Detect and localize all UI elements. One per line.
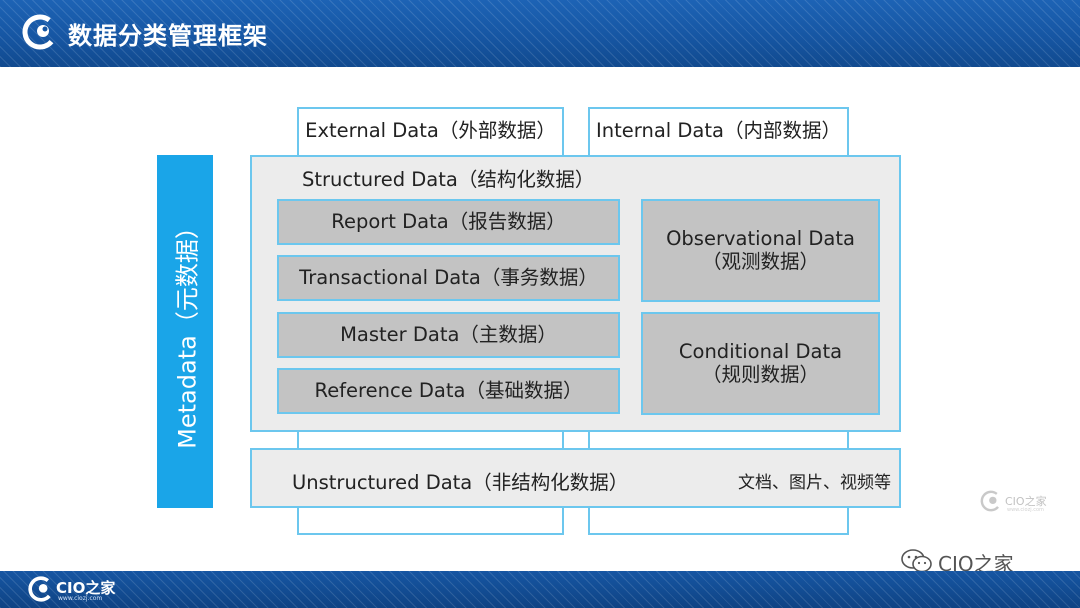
reference-data-label: Reference Data（基础数据） xyxy=(314,378,583,402)
transactional-data-box: Transactional Data（事务数据） xyxy=(277,255,620,301)
metadata-bar: Metadata（元数据） xyxy=(157,155,213,508)
conditional-data-sublabel: （规则数据） xyxy=(701,362,819,386)
footer-brand: CIO之家 xyxy=(56,579,116,597)
cio-watermark-icon xyxy=(980,490,1002,512)
unstructured-data-panel: Unstructured Data（非结构化数据） 文档、图片、视频等 xyxy=(250,448,901,508)
cio-watermark-url: www.ciozj.com xyxy=(1007,507,1044,513)
footer-logo-icon xyxy=(28,576,54,602)
slide-header: 数据分类管理框架 xyxy=(0,0,1080,67)
reference-data-box: Reference Data（基础数据） xyxy=(277,368,620,414)
external-data-title: External Data（外部数据） xyxy=(305,119,556,142)
master-data-label: Master Data（主数据） xyxy=(340,322,557,346)
master-data-box: Master Data（主数据） xyxy=(277,312,620,358)
footer-url: www.ciozj.com xyxy=(58,595,103,602)
report-data-box: Report Data（报告数据） xyxy=(277,199,620,245)
structured-data-panel: Structured Data（结构化数据） Report Data（报告数据）… xyxy=(250,155,901,432)
slide-title: 数据分类管理框架 xyxy=(68,22,268,50)
unstructured-data-title: Unstructured Data（非结构化数据） xyxy=(292,471,629,494)
observational-data-label: Observational Data xyxy=(666,227,855,251)
header-texture xyxy=(0,0,1080,67)
footer-texture xyxy=(0,571,1080,608)
slide-footer: CIO之家 www.ciozj.com xyxy=(0,571,1080,608)
conditional-data-box: Conditional Data （规则数据） xyxy=(641,312,880,415)
internal-data-title: Internal Data（内部数据） xyxy=(596,119,841,142)
observational-data-sublabel: （观测数据） xyxy=(701,249,819,273)
structured-data-title: Structured Data（结构化数据） xyxy=(302,168,595,191)
cio-watermark: CIO之家 www.ciozj.com xyxy=(980,490,1047,516)
metadata-label: Metadata（元数据） xyxy=(173,214,202,449)
unstructured-data-examples: 文档、图片、视频等 xyxy=(738,473,891,493)
report-data-label: Report Data（报告数据） xyxy=(331,209,566,233)
conditional-data-label: Conditional Data xyxy=(678,340,843,364)
observational-data-box: Observational Data （观测数据） xyxy=(641,199,880,302)
cio-watermark-text: CIO之家 xyxy=(1005,495,1047,508)
cio-logo-icon xyxy=(22,14,58,50)
transactional-data-label: Transactional Data（事务数据） xyxy=(299,265,598,289)
